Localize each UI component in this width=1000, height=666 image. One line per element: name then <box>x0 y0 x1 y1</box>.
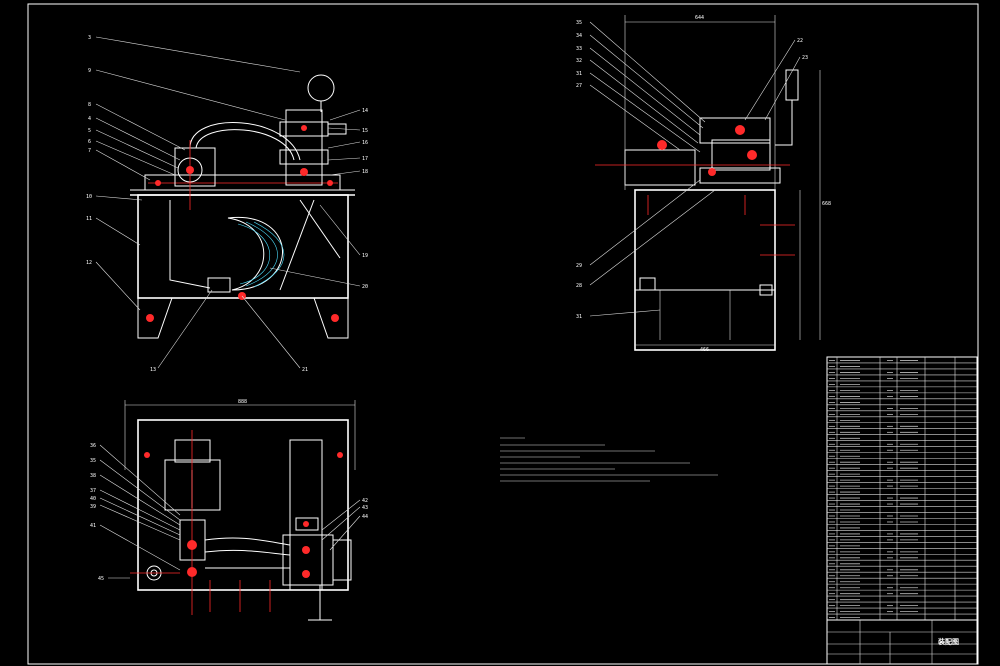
top-view-balloon-labels: 36 35 38 37 40 39 41 42 43 44 45 888 <box>90 399 368 582</box>
balloon-32: 32 <box>576 58 582 64</box>
balloon-5: 5 <box>88 128 91 134</box>
balloon-14: 14 <box>362 108 368 114</box>
balloon-40: 40 <box>90 496 96 502</box>
balloon-8: 8 <box>88 102 91 108</box>
balloon-35: 35 <box>576 20 582 26</box>
balloon-12: 12 <box>86 260 92 266</box>
bill-of-materials <box>826 356 978 621</box>
balloon-29: 29 <box>576 263 582 269</box>
balloon-31b: 31 <box>576 314 582 320</box>
balloon-31: 31 <box>576 71 582 77</box>
balloon-13: 13 <box>150 367 156 373</box>
balloon-45: 45 <box>98 576 104 582</box>
balloon-21: 21 <box>302 367 308 373</box>
balloon-44: 44 <box>362 514 368 520</box>
balloon-33: 33 <box>576 46 582 52</box>
balloon-39: 39 <box>90 504 96 510</box>
balloon-3: 3 <box>88 35 91 41</box>
balloon-9: 9 <box>88 68 91 74</box>
drawing-title: 装配图 <box>937 637 959 646</box>
front-view-leaders <box>95 36 361 369</box>
balloon-43: 43 <box>362 505 368 511</box>
balloon-6: 6 <box>88 139 91 145</box>
balloon-20: 20 <box>362 284 368 290</box>
front-view <box>130 74 355 339</box>
technical-notes <box>500 437 718 482</box>
side-view-leaders <box>589 21 801 317</box>
balloon-19: 19 <box>362 253 368 259</box>
sheet-border <box>27 3 979 665</box>
balloon-18: 18 <box>362 169 368 175</box>
balloon-4: 4 <box>88 116 91 122</box>
front-view-balloon-labels: 3 9 8 4 5 6 7 10 11 12 14 15 16 17 18 19… <box>86 35 368 373</box>
balloon-16: 16 <box>362 140 368 146</box>
balloon-36: 36 <box>90 443 96 449</box>
title-block: 装配图 <box>826 619 978 665</box>
dimension-side-bottom: 466 <box>700 347 709 353</box>
balloon-10: 10 <box>86 194 92 200</box>
top-view-leaders <box>99 444 361 579</box>
balloon-17: 17 <box>362 156 368 162</box>
balloon-11: 11 <box>86 216 92 222</box>
dimension-top-width: 644 <box>695 15 704 21</box>
side-view-balloon-labels: 35 34 33 32 31 27 22 23 29 28 31 644 668… <box>576 15 831 353</box>
top-view <box>124 400 356 621</box>
balloon-41: 41 <box>90 523 96 529</box>
dimension-side-height: 668 <box>822 201 831 207</box>
balloon-35t: 35 <box>90 458 96 464</box>
balloon-42: 42 <box>362 498 368 504</box>
balloon-37: 37 <box>90 488 96 494</box>
balloon-38: 38 <box>90 473 96 479</box>
balloon-23: 23 <box>802 55 808 61</box>
balloon-27: 27 <box>576 83 582 89</box>
balloon-22: 22 <box>797 38 803 44</box>
balloon-7: 7 <box>88 148 91 154</box>
balloon-34: 34 <box>576 33 582 39</box>
balloon-15: 15 <box>362 128 368 134</box>
balloon-28: 28 <box>576 283 582 289</box>
side-view <box>595 15 821 351</box>
dimension-top-width-label: 888 <box>238 399 247 405</box>
